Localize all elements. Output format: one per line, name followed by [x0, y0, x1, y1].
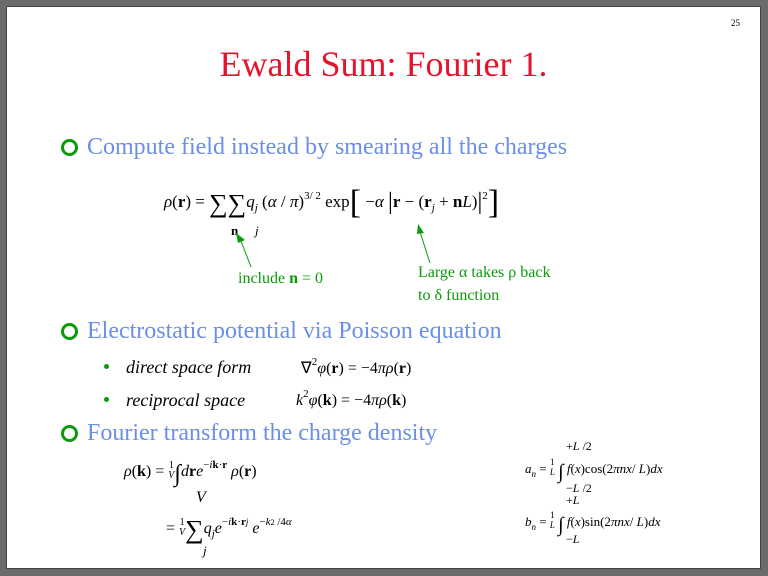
page-number: 25 — [731, 18, 740, 28]
annotation-large-alpha-line1: Large α takes ρ back — [418, 264, 551, 281]
bn-upper-limit: +L — [566, 493, 580, 507]
bullet-circle-icon — [61, 139, 78, 156]
annotation-include-n0: include n = 0 — [238, 270, 324, 287]
sum-index-j: j — [203, 543, 207, 558]
equation-rho-r: ρ(r) = ∑∑qj (α / π)3/ 2 exp[ −α |r − (rj… — [164, 184, 500, 221]
sum-index-j: j — [255, 223, 259, 238]
bn-lower-limit: −L — [566, 532, 580, 546]
an-upper-limit: +L /2 — [566, 439, 592, 453]
slide-title: Ewald Sum: Fourier 1. — [219, 44, 548, 84]
arrow-head-icon — [236, 233, 245, 243]
integral-limit-v: V — [196, 489, 206, 506]
equation-poisson-reciprocal: k2φ(k) = −4πρ(k) — [296, 388, 407, 409]
bullet-fourier-transform: Fourier transform the charge density — [61, 420, 437, 447]
annotation-large-alpha-line2: to δ function — [418, 287, 500, 304]
sub-bullet-dot-icon — [104, 364, 109, 369]
bullet-circle-icon — [61, 425, 78, 442]
bullet-circle-icon — [61, 323, 78, 340]
sub-bullet-direct-space: direct space form — [104, 357, 251, 378]
arrow-head-icon — [417, 224, 424, 234]
bullet-electrostatic-potential: Electrostatic potential via Poisson equa… — [61, 318, 502, 345]
sum-index-n: n — [231, 223, 239, 238]
an-lower-limit: −L /2 — [566, 481, 592, 495]
sub-bullet-reciprocal-space: reciprocal space — [104, 390, 245, 411]
annotation-arrows — [236, 224, 431, 268]
bullet-compute-field: Compute field instead by smearing all th… — [61, 134, 567, 161]
equation-poisson-direct: ∇2φ(r) = −4πρ(r) — [301, 356, 412, 377]
slide: 25 Ewald Sum: Fourier 1. Compute field i… — [6, 6, 761, 569]
sub-bullet-dot-icon — [104, 397, 109, 402]
